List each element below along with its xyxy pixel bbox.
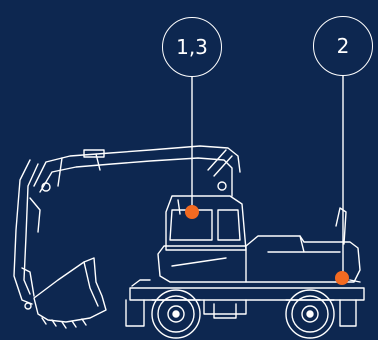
- callout-circle-1-3: 1,3: [162, 17, 222, 77]
- callout-label-1-3: 1,3: [176, 35, 208, 59]
- marker-point-2: [335, 271, 349, 285]
- cab: [166, 196, 246, 250]
- callout-circle-2: 2: [313, 16, 373, 76]
- bucket: [34, 258, 106, 328]
- callout-label-2: 2: [337, 34, 350, 58]
- front-wheel: [152, 290, 200, 338]
- rear-wheel: [286, 290, 334, 338]
- marker-point-1-3: [185, 205, 199, 219]
- upper-body: [158, 208, 360, 282]
- boom: [34, 146, 240, 196]
